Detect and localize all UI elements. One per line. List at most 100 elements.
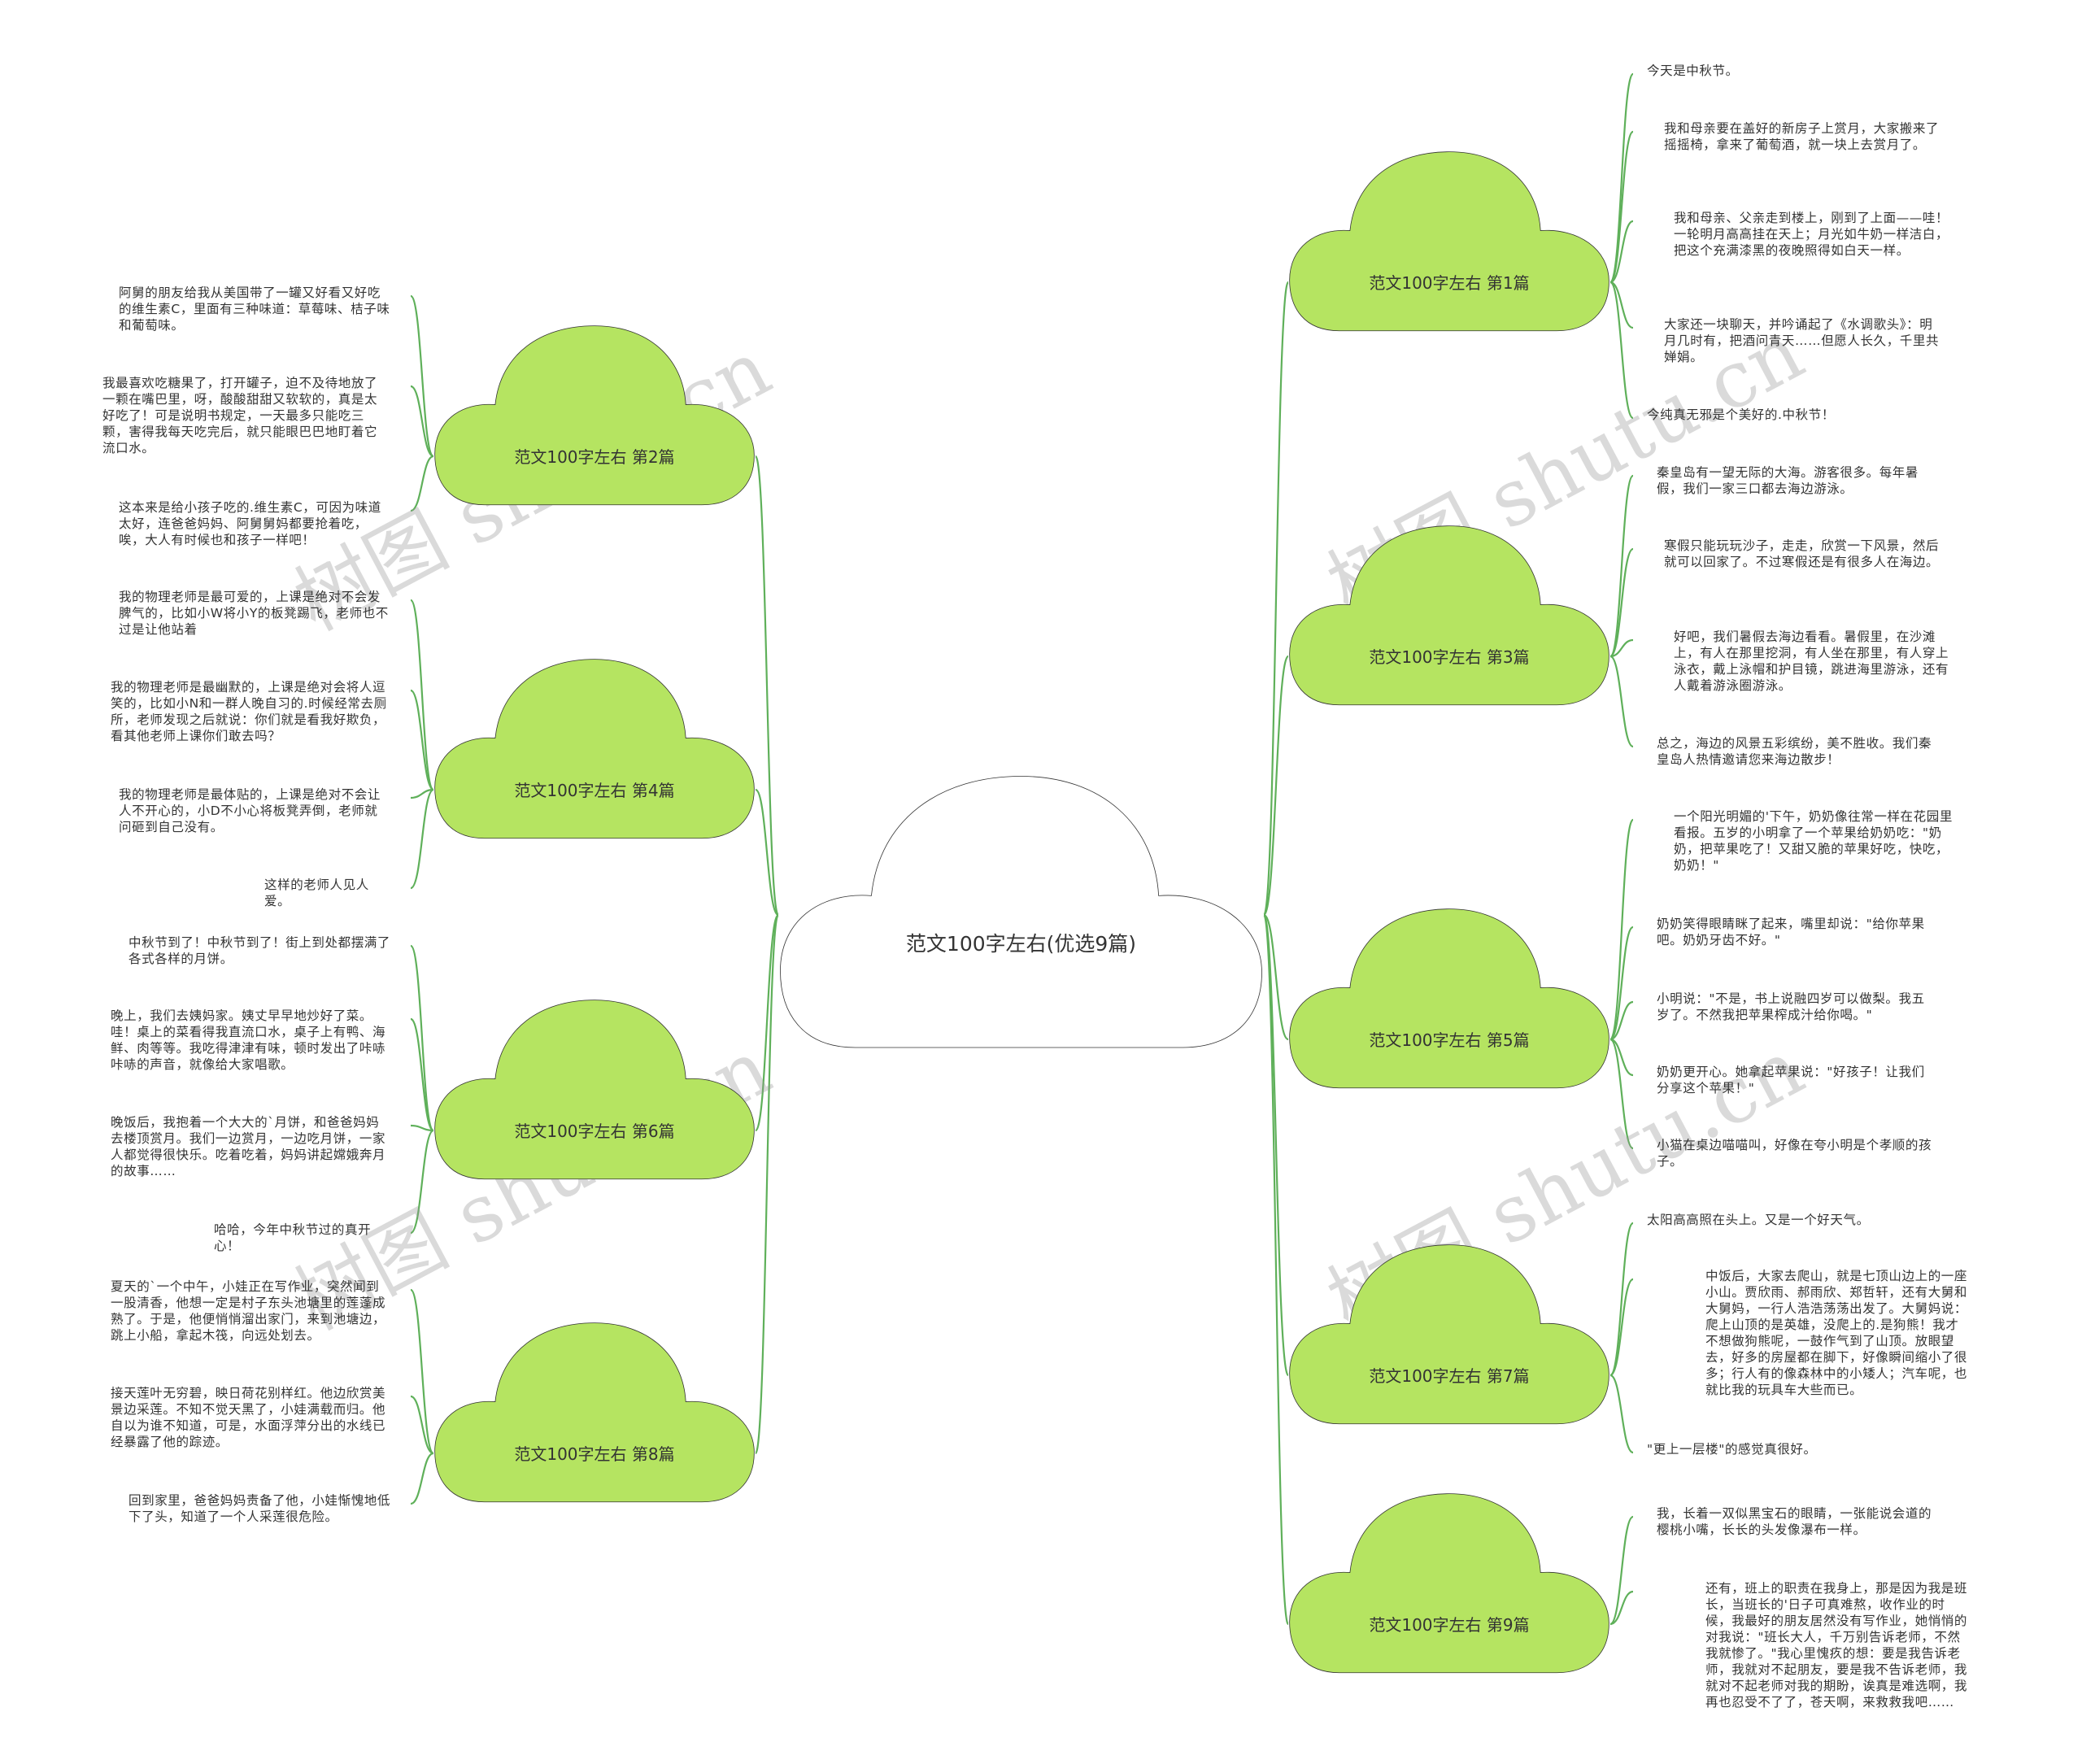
root-link-3 — [1262, 655, 1290, 917]
leaf-text: 好吧，我们暑假去海边看看。暑假里，在沙滩上，有人在那里挖洞，有人坐在那里，有人穿… — [1674, 629, 1949, 693]
leaf-text: 晚上，我们去姨妈家。姨丈早早地炒好了菜。哇！桌上的菜看得我直流口水，桌子上有鸭、… — [111, 1008, 386, 1072]
leaf-text: 阿舅的朋友给我从美国带了一罐又好看又好吃的维生素C，里面有三种味道：草莓味、桔子… — [119, 285, 390, 333]
branch-label: 范文100字左右 第3篇 — [1369, 647, 1530, 667]
branch-label: 范文100字左右 第5篇 — [1369, 1030, 1530, 1050]
leaf-link — [409, 1017, 435, 1132]
leaf-text: 一个阳光明媚的'下午，奶奶像往常一样在花园里看报。五岁的小明拿了一个苹果给奶奶吃… — [1674, 809, 1953, 873]
leaf-link — [409, 294, 435, 458]
leaf-link — [1609, 547, 1634, 658]
leaf-text: 总之，海边的风景五彩缤纷，美不胜收。我们秦皇岛人热情邀请您来海边散步！ — [1657, 736, 1932, 767]
branch-label: 范文100字左右 第4篇 — [514, 780, 675, 800]
branch-node-4[interactable]: 范文100字左右 第4篇 — [433, 658, 756, 841]
leaf-link — [410, 1129, 434, 1235]
leaf-text: 奶奶笑得眼睛眯了起来，嘴里却说："给你苹果吧。奶奶牙齿不好。" — [1657, 917, 1925, 947]
leaf-text: 中饭后，大家去爬山，就是七顶山边上的一座小山。贾欣雨、郝雨欣、郑哲轩，还有大舅和… — [1705, 1269, 1968, 1397]
branch-label: 范文100字左右 第7篇 — [1369, 1365, 1530, 1386]
leaf-text: 小猫在桌边喵喵叫，好像在夸小明是个孝顺的孩子。 — [1657, 1138, 1932, 1169]
branch-node-9[interactable]: 范文100字左右 第9篇 — [1288, 1492, 1610, 1675]
branch-node-3[interactable]: 范文100字左右 第3篇 — [1288, 525, 1610, 708]
leaf-text: 这样的老师人见人爱。 — [264, 878, 369, 908]
leaf-link — [1609, 1000, 1634, 1041]
leaf-text: 大家还一块聊天，并吟诵起了《水调歌头》：明月几时有，把酒问青天……但愿人长久，千… — [1664, 317, 1940, 364]
root-node[interactable]: 范文100字左右(优选9篇) — [778, 774, 1264, 1052]
leaf-link — [1609, 281, 1634, 329]
leaf-link — [410, 788, 434, 890]
leaf-link — [410, 1124, 434, 1132]
leaf-link — [1609, 818, 1635, 1041]
leaf-link — [410, 455, 434, 512]
root-link-4 — [754, 788, 780, 917]
leaf-link — [1609, 281, 1635, 420]
leaf-text: 这本来是给小孩子吃的.维生素C，可因为味道太好，连爸爸妈妈、阿舅舅妈都要抢着吃，… — [119, 500, 381, 547]
leaf-text: 奶奶更开心。她拿起苹果说："好孩子！让我们分享这个苹果！" — [1657, 1065, 1925, 1095]
leaf-link — [410, 689, 434, 791]
leaf-text: 我和母亲、父亲走到楼上，刚到了上面——哇！一轮明月高高挂在天上；月光如牛奶一样洁… — [1674, 211, 1949, 258]
leaf-link — [1609, 926, 1635, 1041]
leaf-text: 我最喜欢吃糖果了，打开罐子，迫不及待地放了一颗在嘴巴里，呀，酸酸甜甜又软软的，真… — [102, 376, 378, 455]
leaf-text: 回到家里，爸爸妈妈责备了他，小娃惭愧地低下了头，知道了一个人采莲很危险。 — [128, 1493, 391, 1524]
leaf-text: 我和母亲要在盖好的新房子上赏月，大家搬来了摇摇椅，拿来了葡萄酒，就一块上去赏月了… — [1664, 121, 1940, 152]
leaf-link — [1609, 1374, 1634, 1454]
leaf-link — [1609, 220, 1634, 284]
leaf-text: 今纯真无邪是个美好的.中秋节！ — [1647, 407, 1835, 422]
leaf-link — [409, 944, 435, 1132]
branch-label: 范文100字左右 第2篇 — [514, 446, 675, 467]
branch-label: 范文100字左右 第6篇 — [514, 1121, 675, 1141]
leaf-link — [1609, 474, 1635, 658]
leaf-text: 寒假只能玩玩沙子，走走，欣赏一下风景，然后就可以回家了。不过寒假还是有很多人在海… — [1664, 538, 1940, 569]
leaf-text: 太阳高高照在头上。又是一个好天气。 — [1647, 1213, 1870, 1227]
leaf-link — [1609, 1278, 1634, 1377]
cloud-shape — [433, 999, 756, 1182]
cloud-shape — [778, 774, 1264, 1052]
leaf-link — [1609, 1038, 1634, 1150]
leaf-link — [1609, 1222, 1635, 1377]
leaf-text: 晚饭后，我抱着一个大大的`月饼，和爸爸妈妈去楼顶赏月。我们一边赏月，一边吃月饼，… — [111, 1115, 386, 1178]
leaf-text: 中秋节到了！中秋节到了！街上到处都摆满了各式各样的月饼。 — [128, 935, 391, 966]
leaf-link — [1609, 1038, 1634, 1077]
leaf-link — [410, 1395, 434, 1455]
leaf-link — [409, 599, 435, 791]
cloud-shape — [433, 658, 756, 841]
leaf-text: 哈哈，今年中秋节过的真开心！ — [214, 1222, 372, 1253]
cloud-shape — [433, 1322, 756, 1505]
root-link-2 — [754, 455, 780, 917]
cloud-shape — [1288, 908, 1610, 1091]
root-link-1 — [1262, 281, 1290, 917]
cloud-shape — [433, 324, 756, 507]
branch-label: 范文100字左右 第1篇 — [1369, 272, 1530, 293]
leaf-text: 小明说："不是，书上说融四岁可以做梨。我五岁了。不然我把苹果榨成汁给你喝。" — [1657, 991, 1925, 1022]
leaf-text: 我，长着一双似黑宝石的眼睛，一张能说会道的樱桃小嘴，长长的头发像瀑布一样。 — [1657, 1506, 1932, 1537]
leaf-link — [410, 788, 434, 799]
branch-node-2[interactable]: 范文100字左右 第2篇 — [433, 324, 756, 507]
root-link-5 — [1263, 913, 1289, 1041]
branch-node-7[interactable]: 范文100字左右 第7篇 — [1288, 1244, 1610, 1426]
root-link-6 — [754, 913, 780, 1132]
root-link-8 — [754, 913, 780, 1455]
branch-node-5[interactable]: 范文100字左右 第5篇 — [1288, 908, 1610, 1091]
leaf-text: 秦皇岛有一望无际的大海。游客很多。每年暑假，我们一家三口都去海边游泳。 — [1657, 465, 1919, 496]
branch-node-1[interactable]: 范文100字左右 第1篇 — [1288, 150, 1610, 333]
leaf-text: 接天莲叶无穷碧，映日荷花别样红。他边欣赏美景边采莲。不知不觉天黑了，小娃满载而归… — [111, 1386, 386, 1449]
leaf-text: 今天是中秋节。 — [1647, 63, 1739, 78]
leaf-text: 夏天的`一个中午，小娃正在写作业，突然闻到一股清香，他想一定是村子东头池塘里的莲… — [111, 1279, 386, 1343]
branch-node-8[interactable]: 范文100字左右 第8篇 — [433, 1322, 756, 1505]
branch-label: 范文100字左右 第9篇 — [1369, 1614, 1530, 1635]
branch-label: 范文100字左右 第8篇 — [514, 1444, 675, 1464]
leaf-text: "更上一层楼"的感觉真很好。 — [1647, 1442, 1817, 1457]
cloud-shape — [1288, 1244, 1610, 1426]
root-label: 范文100字左右(优选9篇) — [905, 932, 1137, 956]
leaf-link — [409, 1288, 435, 1455]
root-link-9 — [1262, 913, 1290, 1626]
leaf-link — [1609, 655, 1634, 748]
leaf-text: 还有，班上的职责在我身上，那是因为我是班长，当班长的'日子可真难熬，收作业的时候… — [1705, 1581, 1968, 1710]
leaf-link — [1609, 130, 1635, 284]
leaf-link — [410, 1452, 434, 1505]
branch-node-6[interactable]: 范文100字左右 第6篇 — [433, 999, 756, 1182]
cloud-shape — [1288, 150, 1610, 333]
leaf-text: 我的物理老师是最体贴的，上课是绝对不会让人不开心的，小D不小心将板凳弄倒，老师就… — [119, 787, 381, 834]
cloud-shape — [1288, 1492, 1610, 1675]
leaf-text: 我的物理老师是最可爱的，上课是绝对不会发脾气的，比如小W将小Y的板凳踢飞，老师也… — [119, 590, 389, 637]
leaf-text: 我的物理老师是最幽默的，上课是绝对会将人逗笑的，比如小N和一群人晚自习的.时候经… — [111, 680, 387, 743]
leaf-link — [1609, 638, 1634, 658]
